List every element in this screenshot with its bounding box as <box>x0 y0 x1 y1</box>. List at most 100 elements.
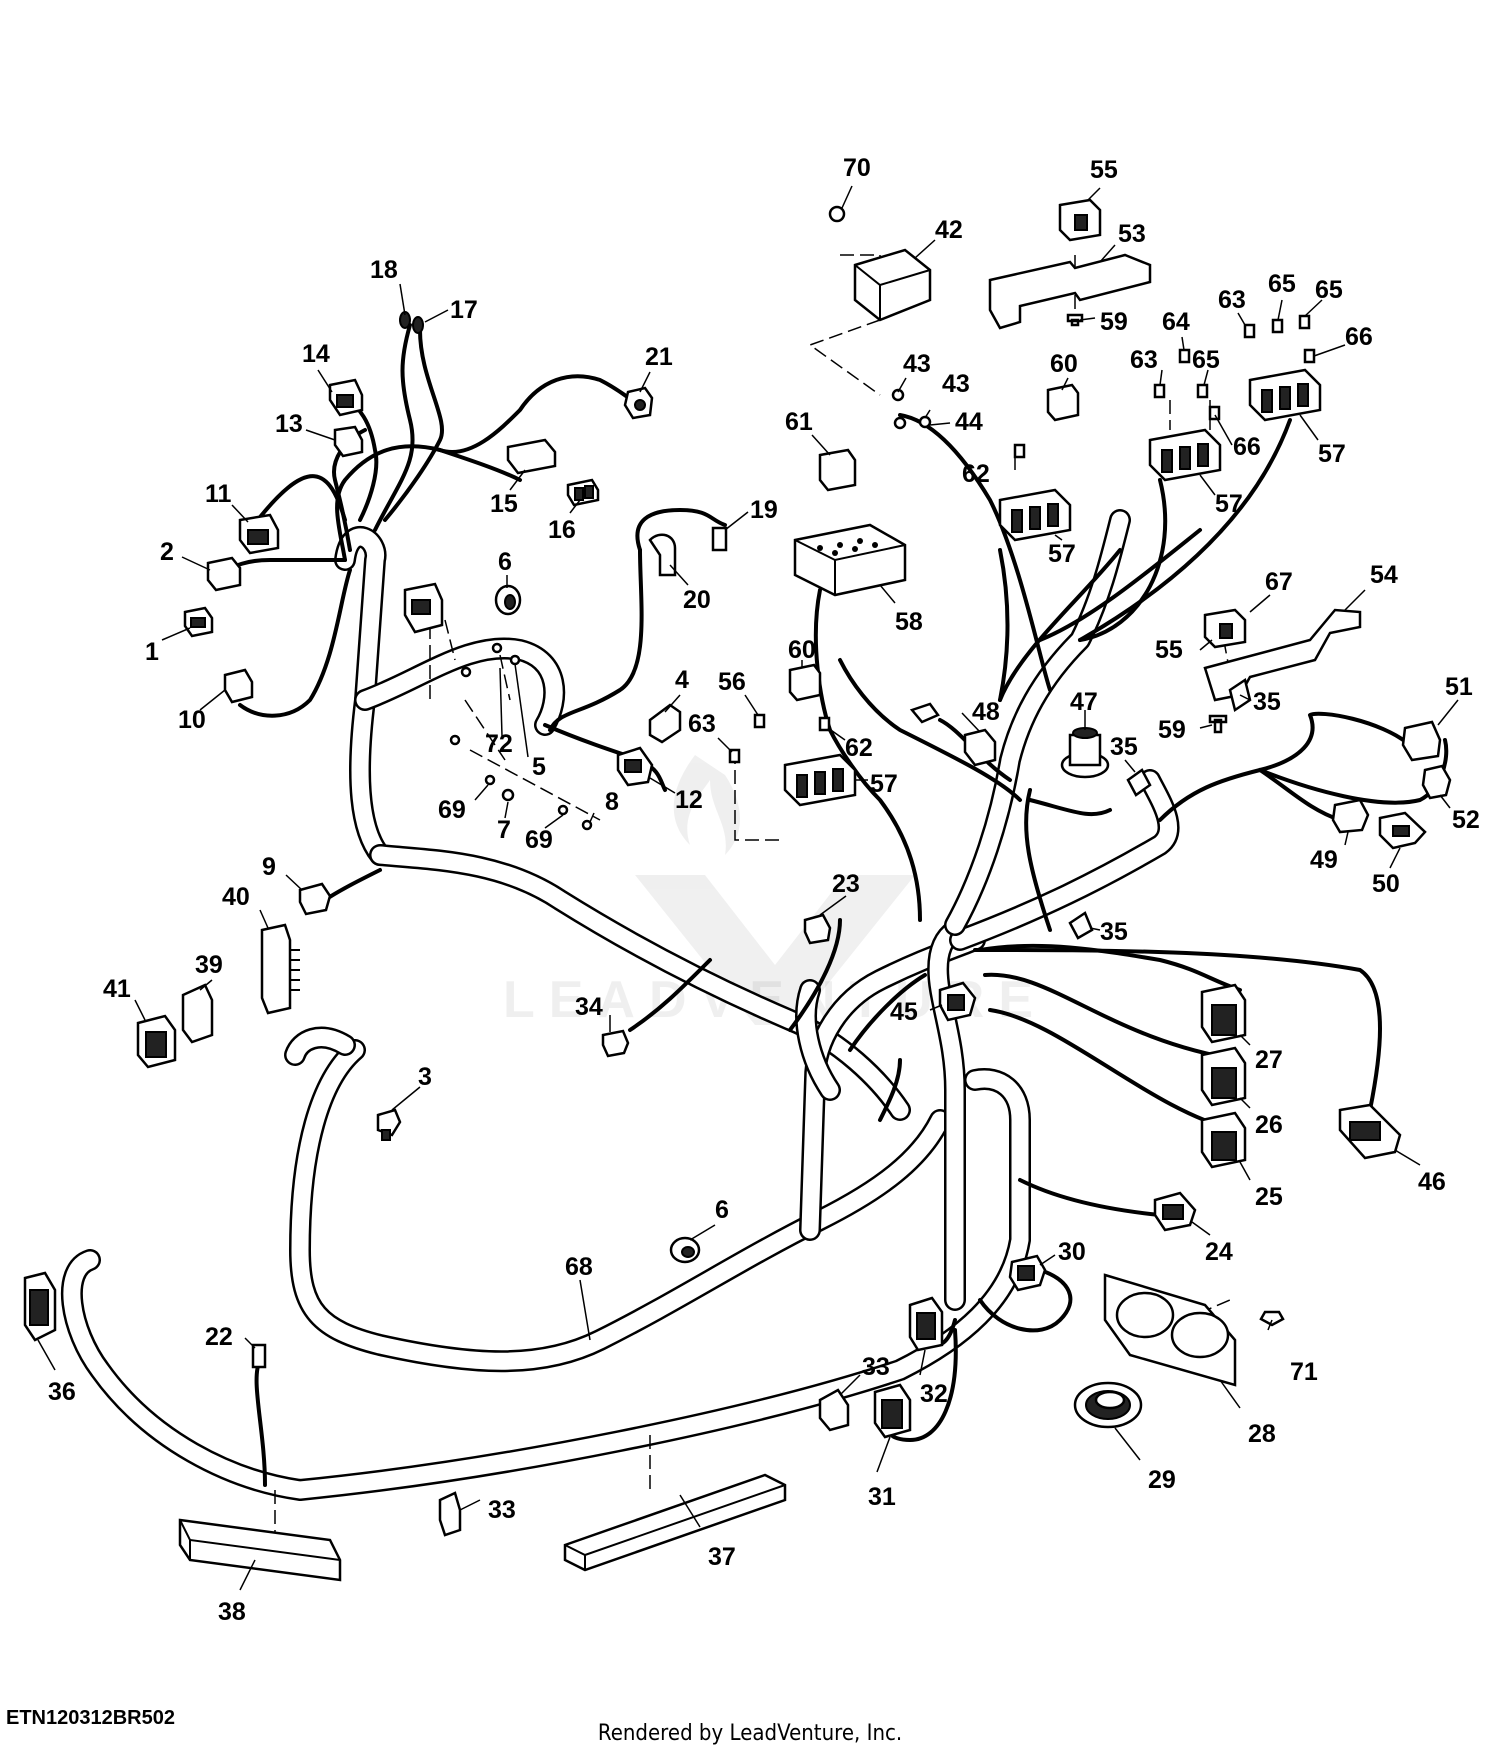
callout-22: 22 <box>205 1323 233 1351</box>
connector-45-icon <box>938 981 977 1022</box>
cover-38-icon <box>178 1518 342 1582</box>
connector-2-icon <box>206 556 242 592</box>
callout-67: 67 <box>1265 568 1293 596</box>
callout-69: 69 <box>525 826 553 854</box>
callout-63: 63 <box>1130 346 1158 374</box>
connector-50-icon <box>1378 811 1427 850</box>
callout-13: 13 <box>275 410 303 438</box>
callout-33: 33 <box>488 1496 516 1524</box>
callout-72: 72 <box>485 730 513 758</box>
relay-55-bottom-icon <box>1203 608 1247 649</box>
gauge-29-icon <box>1073 1381 1143 1429</box>
callout-60: 60 <box>788 636 816 664</box>
callout-1: 1 <box>145 638 159 666</box>
small-hardware-icon <box>449 642 593 831</box>
callout-7: 7 <box>497 816 511 844</box>
callout-62: 62 <box>845 734 873 762</box>
callout-19: 19 <box>750 496 778 524</box>
callout-57: 57 <box>1048 540 1076 568</box>
document-code: ETN120312BR502 <box>6 1707 175 1729</box>
callout-42: 42 <box>935 216 963 244</box>
fuse-block-57-left-icon <box>783 753 857 807</box>
fuse-63-icon <box>728 748 741 764</box>
callout-29: 29 <box>1148 1466 1176 1494</box>
connector-46-icon <box>1338 1103 1402 1160</box>
callout-71: 71 <box>1290 1358 1318 1386</box>
fuse-block-57-upper-right-icon <box>1248 368 1322 422</box>
callout-50: 50 <box>1372 870 1400 898</box>
callout-12: 12 <box>675 786 703 814</box>
connector-3-icon <box>376 1108 402 1141</box>
callout-59: 59 <box>1158 716 1186 744</box>
connector-16-icon <box>566 478 600 507</box>
callout-66: 66 <box>1345 323 1373 351</box>
callout-6: 6 <box>498 548 512 576</box>
main-harness <box>60 509 1180 1501</box>
callout-53: 53 <box>1118 220 1146 248</box>
connector-40-icon <box>260 923 300 1015</box>
callout-21: 21 <box>645 343 673 371</box>
connector-52-icon <box>1421 764 1452 800</box>
callout-14: 14 <box>302 340 330 368</box>
callout-6: 6 <box>715 1196 729 1224</box>
fuse-63-icon <box>1153 383 1166 399</box>
callout-30: 30 <box>1058 1238 1086 1266</box>
callout-48: 48 <box>972 698 1000 726</box>
callout-27: 27 <box>1255 1046 1283 1074</box>
terminals-43-44-icon <box>891 388 932 430</box>
connector-27-icon <box>1200 983 1247 1044</box>
callout-65: 65 <box>1268 270 1296 298</box>
fuse-62-icon <box>1013 443 1026 459</box>
module-42-icon <box>853 248 932 322</box>
leader-lines <box>37 185 1459 1591</box>
relay-55-top-icon <box>1058 198 1102 242</box>
callout-61: 61 <box>785 408 813 436</box>
callout-57: 57 <box>870 770 898 798</box>
connector-31-icon <box>873 1383 912 1439</box>
connector-25-icon <box>1200 1111 1247 1169</box>
callout-23: 23 <box>832 870 860 898</box>
callout-54: 54 <box>1370 561 1398 589</box>
callout-15: 15 <box>490 490 518 518</box>
callout-55: 55 <box>1155 636 1183 664</box>
connector-23-icon <box>803 913 832 945</box>
branch-wires <box>223 323 1449 1487</box>
relay-socket-icon <box>403 582 444 634</box>
connector-22-icon <box>251 1343 267 1369</box>
fuse-65-icon <box>1298 314 1311 330</box>
callout-16: 16 <box>548 516 576 544</box>
callout-56: 56 <box>718 668 746 696</box>
connector-12-icon <box>616 746 654 787</box>
clip-35-c-icon <box>1068 911 1094 940</box>
fuse-63-icon <box>1243 323 1256 339</box>
fuse-block-57-center-icon <box>998 488 1072 542</box>
connector-11-icon <box>238 513 280 555</box>
callout-59: 59 <box>1100 308 1128 336</box>
grommet-6-top-icon <box>494 584 522 616</box>
cover-37-icon <box>563 1473 787 1572</box>
connector-14-icon <box>328 378 364 417</box>
callout-25: 25 <box>1255 1183 1283 1211</box>
grommet-6-bottom-icon <box>669 1236 701 1264</box>
callout-63: 63 <box>688 710 716 738</box>
callout-43: 43 <box>942 370 970 398</box>
relay-60-top-icon <box>1046 383 1080 422</box>
bracket-53-icon <box>988 253 1152 330</box>
clip-35-b-icon <box>1126 768 1152 797</box>
callout-60: 60 <box>1050 350 1078 378</box>
callout-33: 33 <box>862 1353 890 1381</box>
callout-40: 40 <box>222 883 250 911</box>
fuse-65-icon <box>1196 383 1209 399</box>
callout-39: 39 <box>195 951 223 979</box>
callout-65: 65 <box>1192 346 1220 374</box>
callout-35: 35 <box>1253 688 1281 716</box>
connector-1-icon <box>183 606 214 638</box>
callout-28: 28 <box>1248 1420 1276 1448</box>
callout-18: 18 <box>370 256 398 284</box>
callout-51: 51 <box>1445 673 1473 701</box>
connector-9-icon <box>298 882 332 916</box>
screw-71-icon <box>1259 1310 1285 1327</box>
callout-37: 37 <box>708 1543 736 1571</box>
callout-26: 26 <box>1255 1111 1283 1139</box>
callout-43: 43 <box>903 350 931 378</box>
